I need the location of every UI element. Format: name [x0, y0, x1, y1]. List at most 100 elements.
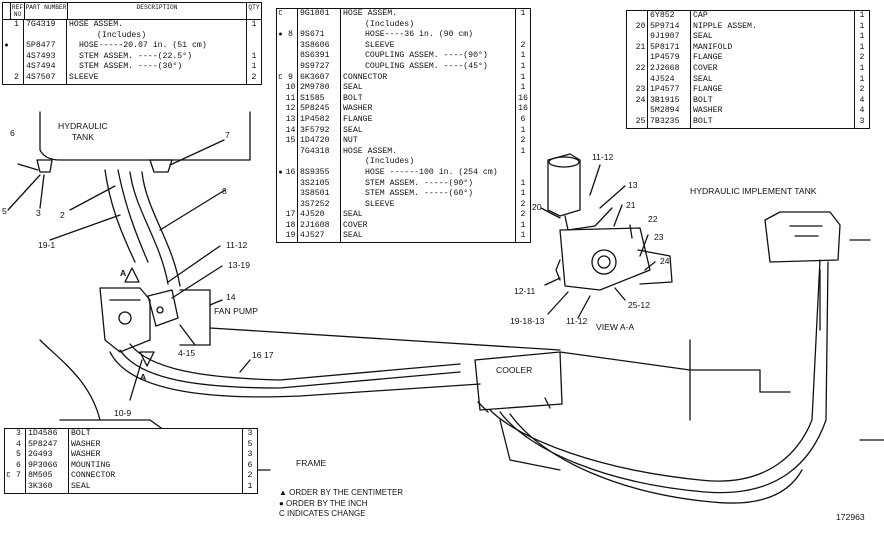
table-row: (Includes) [277, 157, 530, 168]
cooler-body [474, 351, 563, 411]
hydraulic-tank-label: HYDRAULIC TANK [58, 121, 108, 142]
legend-change: C INDICATES CHANGE [279, 509, 366, 518]
pump-flange [147, 289, 179, 327]
fan-pump-body [99, 287, 151, 353]
callout-13-19: 13-19 [228, 260, 250, 270]
table-header: REF NO PART NUMBER DESCRIPTION QTY [3, 3, 261, 20]
legend-centimeter: ▲ ORDER BY THE CENTIMETER [279, 488, 404, 497]
callout-12-11: 12-11 [514, 286, 536, 296]
callout-14: 14 [226, 292, 236, 302]
hose-assembly-1 [104, 169, 149, 263]
callout-11-12-view: 11-12 [592, 152, 614, 162]
view-label: VIEW A-A [596, 322, 635, 332]
tank-fitting-right [149, 159, 173, 173]
callout-5: 5 [2, 206, 7, 216]
callout-20: 20 [532, 202, 542, 212]
frame-outline [209, 327, 791, 471]
manifold-cover [637, 249, 673, 285]
section-arrow-bottom [139, 351, 155, 367]
hose-line-16c [109, 351, 481, 398]
table-row: (Includes) [3, 30, 261, 42]
callout-13: 13 [628, 180, 638, 190]
hose-line-16b [129, 343, 461, 381]
legend: ▲ ORDER BY THE CENTIMETER ● ORDER BY THE… [279, 488, 403, 520]
callout-11-12: 11-12 [226, 240, 248, 250]
callout-8: 8 [222, 186, 227, 196]
hose-line-16a [119, 349, 461, 389]
callout-19-18-13: 19-18-13 [510, 316, 545, 326]
callout-3: 3 [36, 208, 41, 218]
callout-4-15: 4-15 [178, 348, 196, 358]
callout-2: 2 [60, 210, 65, 220]
callout-25-12: 25-12 [628, 300, 650, 310]
callout-7: 7 [225, 130, 230, 140]
leader-lines [7, 139, 656, 401]
header-description: DESCRIPTION [68, 3, 247, 19]
frame-label: FRAME [296, 458, 327, 468]
hydraulic-tank-outline [39, 111, 251, 161]
implement-frame [689, 239, 884, 441]
section-label-top: A [120, 268, 127, 278]
hose-line-cooler-1 [489, 259, 821, 482]
drawing-number: 172963 [836, 512, 865, 522]
tank-fitting-left [36, 159, 53, 173]
valve-neck [564, 207, 613, 231]
pump-bracket [179, 289, 211, 346]
implement-tank-label: HYDRAULIC IMPLEMENT TANK [690, 186, 817, 196]
fan-pump-label: FAN PUMP [214, 306, 258, 316]
callout-10-9: 10-9 [114, 408, 132, 418]
callout-22: 22 [648, 214, 658, 224]
header-part: PART NUMBER [25, 3, 68, 19]
valve-body-top [547, 153, 581, 217]
callout-24: 24 [660, 256, 670, 266]
callout-19-1: 19-1 [38, 240, 56, 250]
section-label-bottom: A [140, 372, 147, 382]
cooler-label: COOLER [496, 365, 533, 375]
callout-11-12-bottom: 11-12 [566, 316, 588, 326]
header-qty: QTY [248, 4, 260, 11]
implement-tank-outline [764, 211, 841, 263]
